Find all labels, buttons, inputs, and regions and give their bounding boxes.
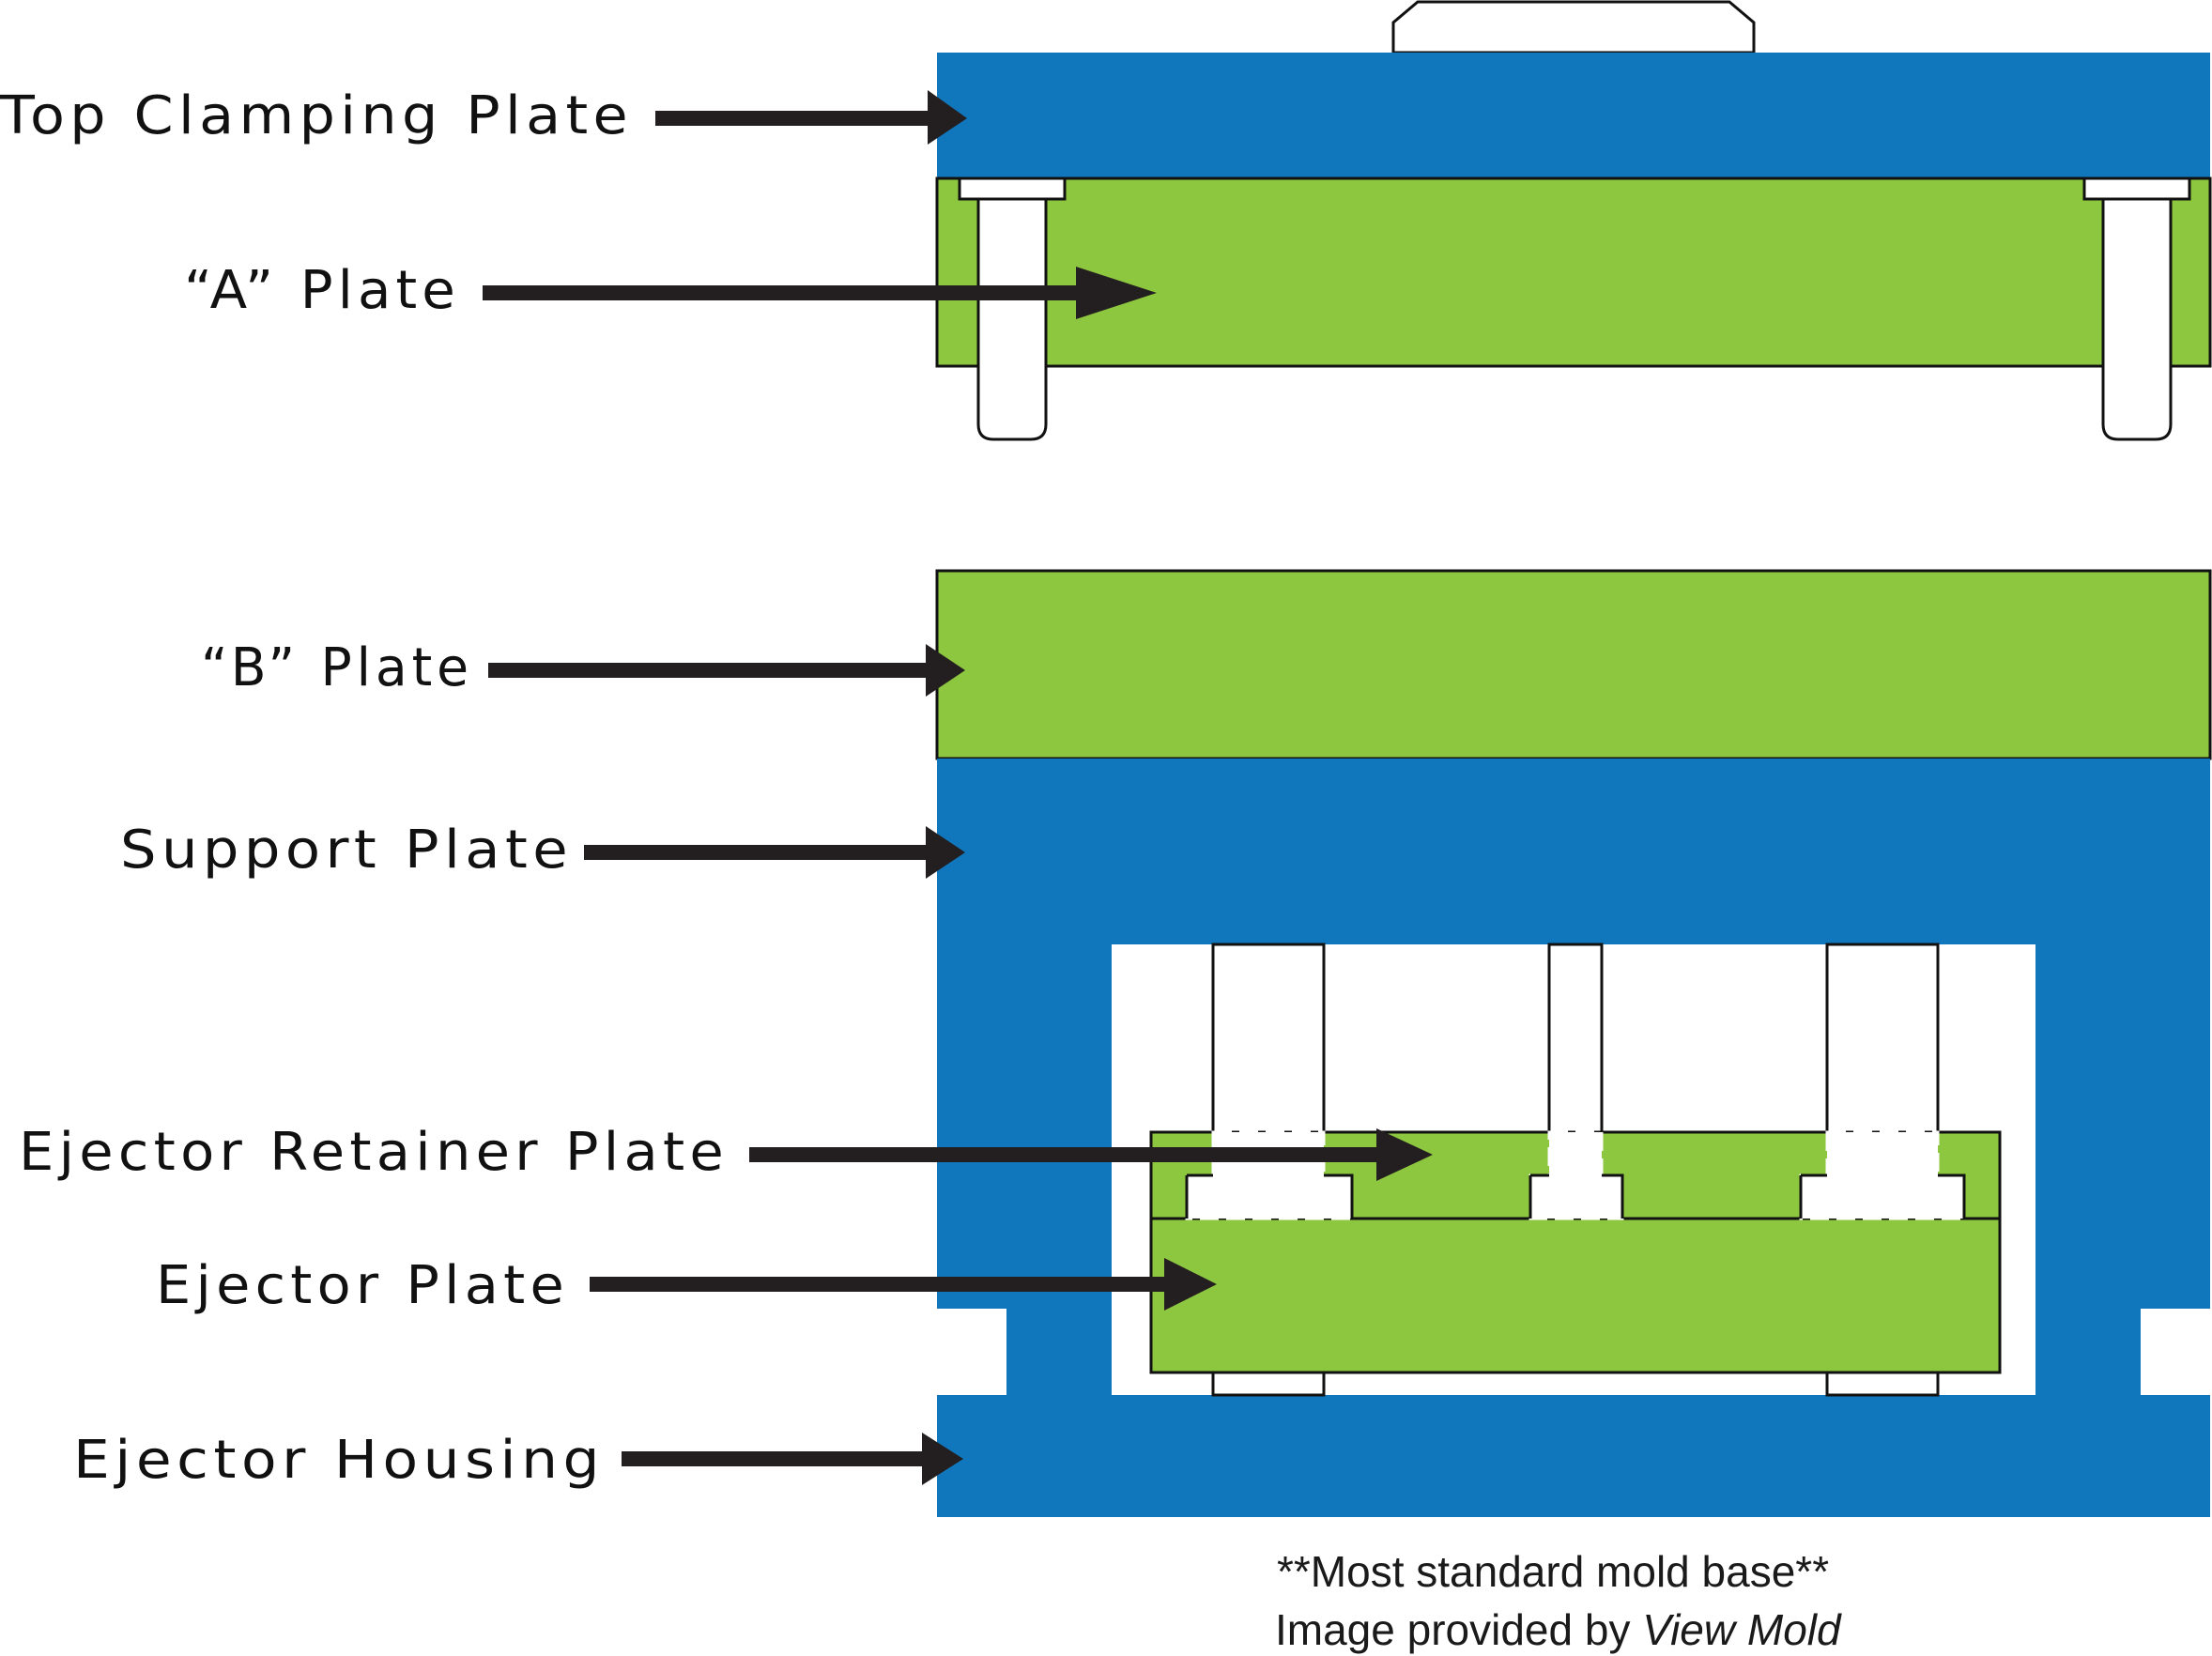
pin-head-center [1528, 1173, 1624, 1220]
arrow-support-plate [926, 826, 965, 879]
arrow-ejector-housing [922, 1433, 963, 1485]
footnote-line1: **Most standard mold base** [1277, 1547, 1829, 1596]
pin-head-left [1185, 1173, 1354, 1220]
ejector-plate [1149, 1217, 2002, 1374]
footnote-line2: Image provided by View Mold [1275, 1605, 1842, 1654]
arrow-a-plate [1076, 267, 1157, 319]
top-clamping-plate [937, 53, 2210, 178]
ejector-housing [937, 944, 2210, 1517]
label-ejector-plate: Ejector Plate [156, 1255, 569, 1316]
ejector-pin-center [1547, 943, 1604, 1134]
label-support-plate: Support Plate [120, 820, 573, 881]
locating-ring [1391, 0, 1756, 54]
pin-head-right [1799, 1173, 1966, 1220]
pin-foot-right [1825, 1371, 1940, 1397]
guide-pin-right [2101, 197, 2173, 441]
label-a-plate: “A” Plate [184, 260, 460, 321]
footnote-source: View Mold [1642, 1605, 1842, 1654]
pin-shank-right [1825, 1130, 1940, 1177]
pin-shank-center [1547, 1130, 1604, 1177]
ejector-pin-heads [1185, 1130, 1966, 1220]
label-ejector-housing: Ejector Housing [73, 1430, 605, 1491]
b-plate [935, 569, 2212, 760]
label-ejector-retainer-plate: Ejector Retainer Plate [19, 1122, 729, 1183]
footnote-prefix: Image provided by [1275, 1605, 1642, 1654]
arrows [483, 90, 1433, 1485]
guide-pin-left-head [958, 176, 1067, 201]
arrow-top-clamping-plate [928, 90, 967, 145]
guide-pin-left [976, 197, 1048, 441]
guide-pin-right-head [2082, 176, 2191, 201]
a-plate [935, 176, 2212, 368]
arrow-b-plate [926, 644, 965, 697]
pin-foot-left [1211, 1371, 1326, 1397]
arrow-ejector-retainer-plate [1376, 1128, 1433, 1181]
arrow-ejector-plate [1164, 1258, 1217, 1311]
support-plate [937, 759, 2210, 944]
label-top-clamping-plate: Top Clamping Plate [0, 85, 633, 146]
label-b-plate: “B” Plate [201, 637, 473, 698]
